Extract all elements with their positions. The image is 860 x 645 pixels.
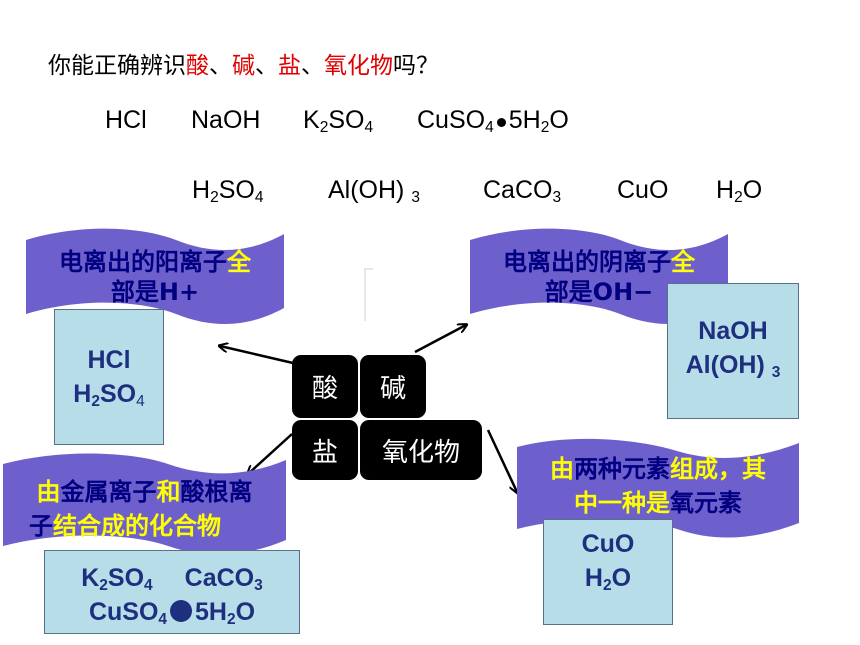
grid-cell-salt: 盐	[292, 420, 358, 480]
formula-caco3: CaCO3	[483, 176, 562, 206]
formula-h2o: H2O	[716, 176, 763, 206]
base-definition-banner: 电离出的阴离子全 部是OH−	[470, 228, 728, 328]
acid-definition-banner: 电离出的阳离子全 部是H+	[26, 228, 284, 328]
keyword-oxide: 氧化物	[324, 53, 393, 79]
base-example-aloh3: Al(OH) 3	[685, 351, 781, 381]
bullet-dot-icon	[496, 118, 506, 127]
question-prefix: 你能正确辨识	[48, 53, 186, 79]
base-example-naoh: NaOH	[698, 317, 768, 345]
bullet-dot-icon	[170, 600, 193, 622]
formula-h2so4: H2SO4	[192, 176, 264, 206]
base-examples-box: NaOH Al(OH) 3	[667, 283, 799, 419]
arrow-to-salt	[248, 433, 293, 474]
arrow-to-base	[414, 325, 466, 354]
arrow-to-oxide	[486, 429, 517, 492]
keyword-salt: 盐	[278, 53, 301, 79]
grid-cell-base: 碱	[360, 355, 426, 418]
acid-example-h2so4: H2SO4	[73, 380, 145, 410]
separator: 、	[209, 53, 232, 79]
formula-k2so4: K2SO4	[303, 106, 374, 136]
arrow-to-acid	[220, 346, 294, 365]
separator: 、	[301, 53, 324, 79]
acid-examples-box: HCl H2SO4	[54, 309, 164, 445]
formula-cuo: CuO	[617, 176, 669, 204]
acid-example-hcl: HCl	[87, 346, 131, 374]
grid-cell-acid: 酸	[292, 355, 358, 418]
formula-hcl: HCl	[105, 106, 147, 134]
keyword-base: 碱	[232, 53, 255, 79]
question-suffix: 吗？	[393, 53, 439, 79]
wave-banner-shape	[470, 228, 728, 325]
formula-naoh: NaOH	[191, 106, 261, 134]
wave-banner-shape	[26, 228, 284, 325]
oxide-example-h2o: H2O	[584, 564, 632, 594]
oxide-definition-banner: 由两种元素组成，其 中一种是氧元素	[517, 437, 799, 547]
question-line: 你能正确辨识酸、碱、盐、氧化物吗？	[48, 46, 439, 80]
wave-banner-shape	[517, 438, 799, 538]
salt-definition-banner: 由金属离子和酸根离 子结合成的化合物	[3, 452, 286, 562]
keyword-acid: 酸	[186, 53, 209, 79]
oxide-example-cuo: CuO	[581, 530, 635, 558]
grid-cell-oxide: 氧化物	[360, 420, 482, 480]
oxide-examples-box: CuO H2O	[543, 519, 673, 625]
separator: 、	[255, 53, 278, 79]
faint-bracket	[364, 268, 373, 321]
wave-banner-shape	[3, 453, 286, 555]
formula-aloh3: Al(OH) 3	[328, 176, 420, 206]
